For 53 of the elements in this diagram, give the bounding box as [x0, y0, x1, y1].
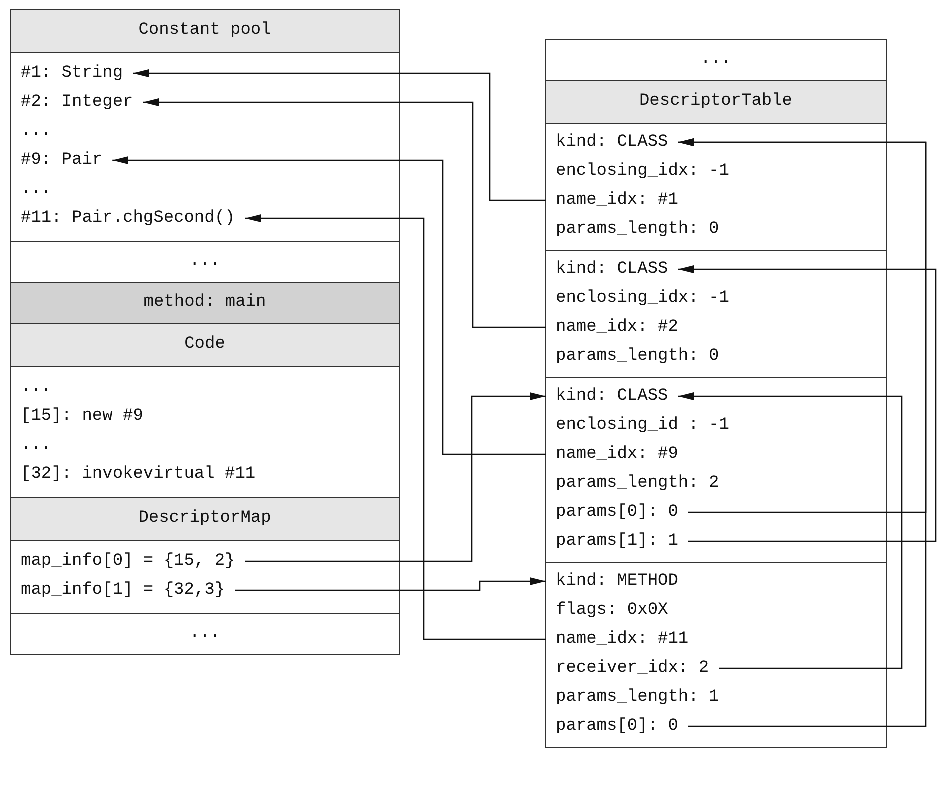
pool-entry: #9: Pair	[21, 146, 103, 175]
field-text: name_idx: #9	[556, 440, 678, 469]
ellipsis-row: ...	[10, 613, 400, 655]
section-heading: Constant pool	[11, 10, 399, 53]
pool-entry: #1: String	[21, 59, 124, 88]
arrow	[245, 392, 546, 562]
table-section	[10, 497, 400, 614]
pool-entry: #2: Integer	[21, 88, 134, 117]
arrow	[245, 214, 546, 640]
field-text: enclosing_idx: -1	[556, 157, 730, 186]
arrow	[112, 156, 546, 456]
field-text: params_length: 1	[556, 683, 720, 712]
field-text: enclosing_idx: -1	[556, 284, 730, 313]
field-text: params_length: 2	[556, 469, 720, 498]
field-text: params_length: 0	[556, 215, 720, 244]
arrow	[678, 138, 927, 728]
arrow	[133, 70, 546, 202]
table-section	[10, 9, 400, 242]
section-heading: DescriptorMap	[11, 498, 399, 541]
field-text: name_idx: #1	[556, 186, 678, 215]
method-header: method: main	[10, 282, 400, 324]
field-text: name_idx: #11	[556, 625, 689, 654]
map-entry: map_info[0] = {15, 2}	[21, 547, 236, 576]
ellipsis-row: ...	[10, 241, 400, 283]
section-heading: DescriptorTable	[546, 81, 886, 124]
field-text: kind: CLASS	[556, 382, 668, 411]
field-text: name_idx: #2	[556, 313, 678, 342]
ellipsis-row: ...	[545, 39, 887, 81]
pool-entry: #11: Pair.chgSecond()	[21, 204, 236, 233]
pool-entry: ...	[21, 117, 52, 146]
arrow	[143, 98, 546, 328]
field-text: params[0]: 0	[556, 712, 678, 741]
code-line: [15]: new #9	[21, 402, 144, 431]
pool-entry: ...	[21, 175, 52, 204]
code-line: [32]: invokevirtual #11	[21, 460, 256, 489]
table-section	[545, 80, 887, 748]
field-text: kind: CLASS	[556, 255, 668, 284]
map-entry: map_info[1] = {32,3}	[21, 576, 226, 605]
code-line: ...	[21, 431, 52, 460]
field-text: kind: CLASS	[556, 128, 668, 157]
table-section	[10, 323, 400, 498]
field-text: params_length: 0	[556, 342, 720, 371]
code-line: ...	[21, 373, 52, 402]
field-text: kind: METHOD	[556, 567, 678, 596]
field-text: enclosing_id : -1	[556, 411, 730, 440]
arrow	[678, 392, 903, 670]
arrow	[235, 578, 546, 592]
arrow	[678, 266, 937, 542]
field-text: params[0]: 0	[556, 498, 678, 527]
section-heading: Code	[11, 324, 399, 367]
field-text: flags: 0x0X	[556, 596, 668, 625]
field-text: receiver_idx: 2	[556, 654, 710, 683]
field-text: params[1]: 1	[556, 527, 678, 556]
